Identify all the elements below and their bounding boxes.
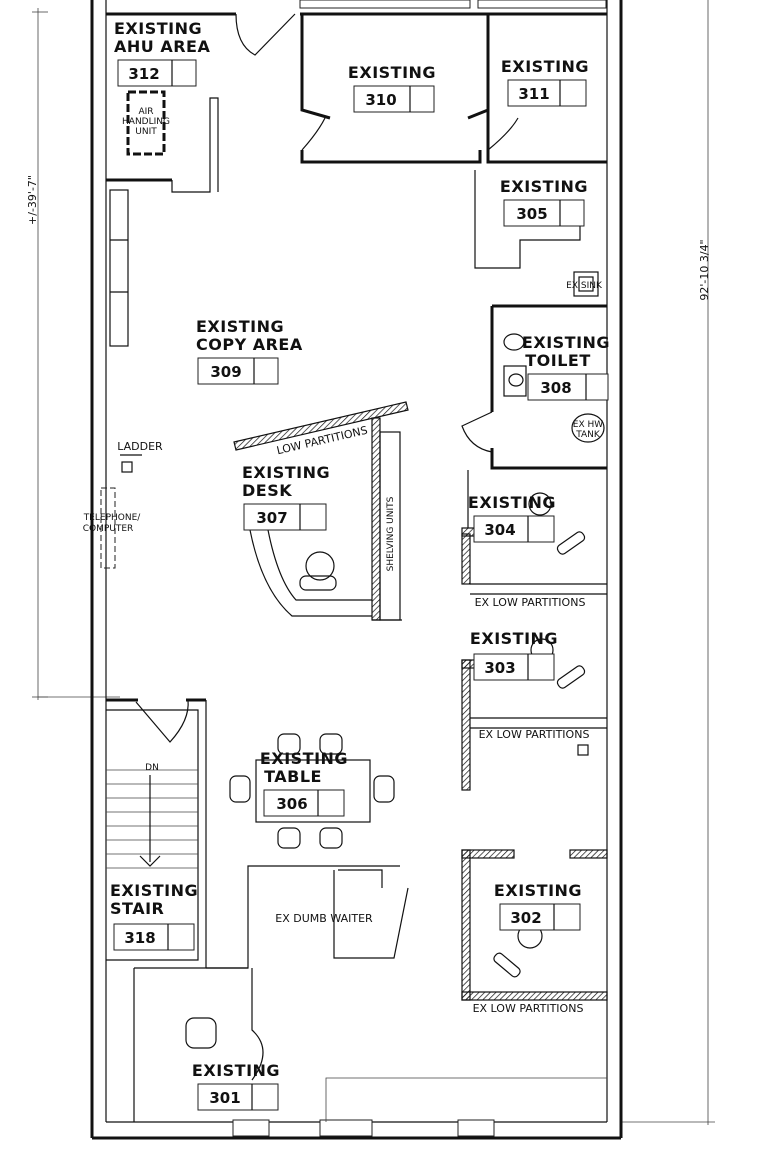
room-311-number: 311 xyxy=(518,85,549,103)
room-307-label-2: DESK xyxy=(242,481,292,500)
stair-dn-note: DN xyxy=(145,763,159,773)
ahu-note-2: HANDLING xyxy=(122,117,170,127)
telephone-note-1: TELEPHONE/ xyxy=(83,513,142,523)
left-dimension-text: +/-39'-7" xyxy=(26,175,39,225)
room-305-walls: EX SINK xyxy=(474,170,603,297)
right-dimension-text: 92'-10 3/4" xyxy=(698,239,711,300)
ex-sink-note: EX SINK xyxy=(566,281,603,291)
ahu-note-3: UNIT xyxy=(135,127,157,137)
ex-low-partitions-2: EX LOW PARTITIONS xyxy=(479,728,590,741)
room-308-label-2: TOILET xyxy=(525,351,591,370)
room-303-number: 303 xyxy=(484,659,515,677)
ex-low-partitions-1: EX LOW PARTITIONS xyxy=(475,596,586,609)
room-308-label-1: EXISTING xyxy=(522,333,610,352)
room-309-label-2: COPY AREA xyxy=(196,335,303,354)
dimension-right: 92'-10 3/4" xyxy=(620,0,715,1125)
room-308-number: 308 xyxy=(540,379,571,397)
room-310-label: EXISTING xyxy=(348,63,436,82)
room-311-label: EXISTING xyxy=(501,57,589,76)
ahu-note-1: AIR xyxy=(138,107,153,117)
room-318-label-2: STAIR xyxy=(110,899,164,918)
room-304-label: EXISTING xyxy=(468,493,556,512)
shelving-note: SHELVING UNITS xyxy=(386,496,396,571)
room-301-label: EXISTING xyxy=(192,1061,280,1080)
telephone-note-2: COMPUTER xyxy=(83,524,134,534)
left-counter xyxy=(109,189,129,347)
room-305-number: 305 xyxy=(516,205,547,223)
room-labels: EXISTING AHU AREA 312 EXISTING 310 EXIST… xyxy=(110,19,610,1111)
top-rooms-walls xyxy=(106,12,607,193)
room-307-label-1: EXISTING xyxy=(242,463,330,482)
room-312-label-2: AHU AREA xyxy=(114,37,210,56)
room-304-number: 304 xyxy=(484,521,515,539)
room-306-label-1: EXISTING xyxy=(260,749,348,768)
room-312-label-1: EXISTING xyxy=(114,19,202,38)
ex-low-partitions-3: EX LOW PARTITIONS xyxy=(473,1002,584,1015)
room-305-label: EXISTING xyxy=(500,177,588,196)
room-306-number: 306 xyxy=(276,795,307,813)
ladder-note: LADDER xyxy=(117,440,163,453)
room-301 xyxy=(133,967,607,1122)
stair: DN xyxy=(106,698,207,968)
dumb-waiter: EX DUMB WAITER xyxy=(206,865,409,969)
room-318-label-1: EXISTING xyxy=(110,881,198,900)
room-310-number: 310 xyxy=(365,91,396,109)
ladder-symbol: LADDER xyxy=(117,440,163,473)
air-handling-unit: AIR HANDLING UNIT xyxy=(122,90,170,156)
telephone-computer: TELEPHONE/ COMPUTER xyxy=(83,487,142,569)
dimension-left: +/-39'-7" xyxy=(26,8,120,700)
dumb-waiter-note: EX DUMB WAITER xyxy=(275,912,373,925)
room-307-number: 307 xyxy=(256,509,287,527)
room-309-number: 309 xyxy=(210,363,241,381)
room-303-label: EXISTING xyxy=(470,629,558,648)
hw-tank-note-2: TANK xyxy=(575,430,601,440)
hw-tank-note-1: EX HW xyxy=(573,420,603,430)
room-312-number: 312 xyxy=(128,65,159,83)
room-318-number: 318 xyxy=(124,929,155,947)
room-309-label-1: EXISTING xyxy=(196,317,284,336)
room-301-number: 301 xyxy=(209,1089,240,1107)
room-302-label: EXISTING xyxy=(494,881,582,900)
room-306-label-2: TABLE xyxy=(264,767,322,786)
toilet-room: EX HW TANK xyxy=(461,304,607,470)
cubicle-302: EX LOW PARTITIONS xyxy=(461,849,608,1015)
exterior-walls xyxy=(90,0,623,1140)
conference-table xyxy=(229,733,395,849)
room-302-number: 302 xyxy=(510,909,541,927)
